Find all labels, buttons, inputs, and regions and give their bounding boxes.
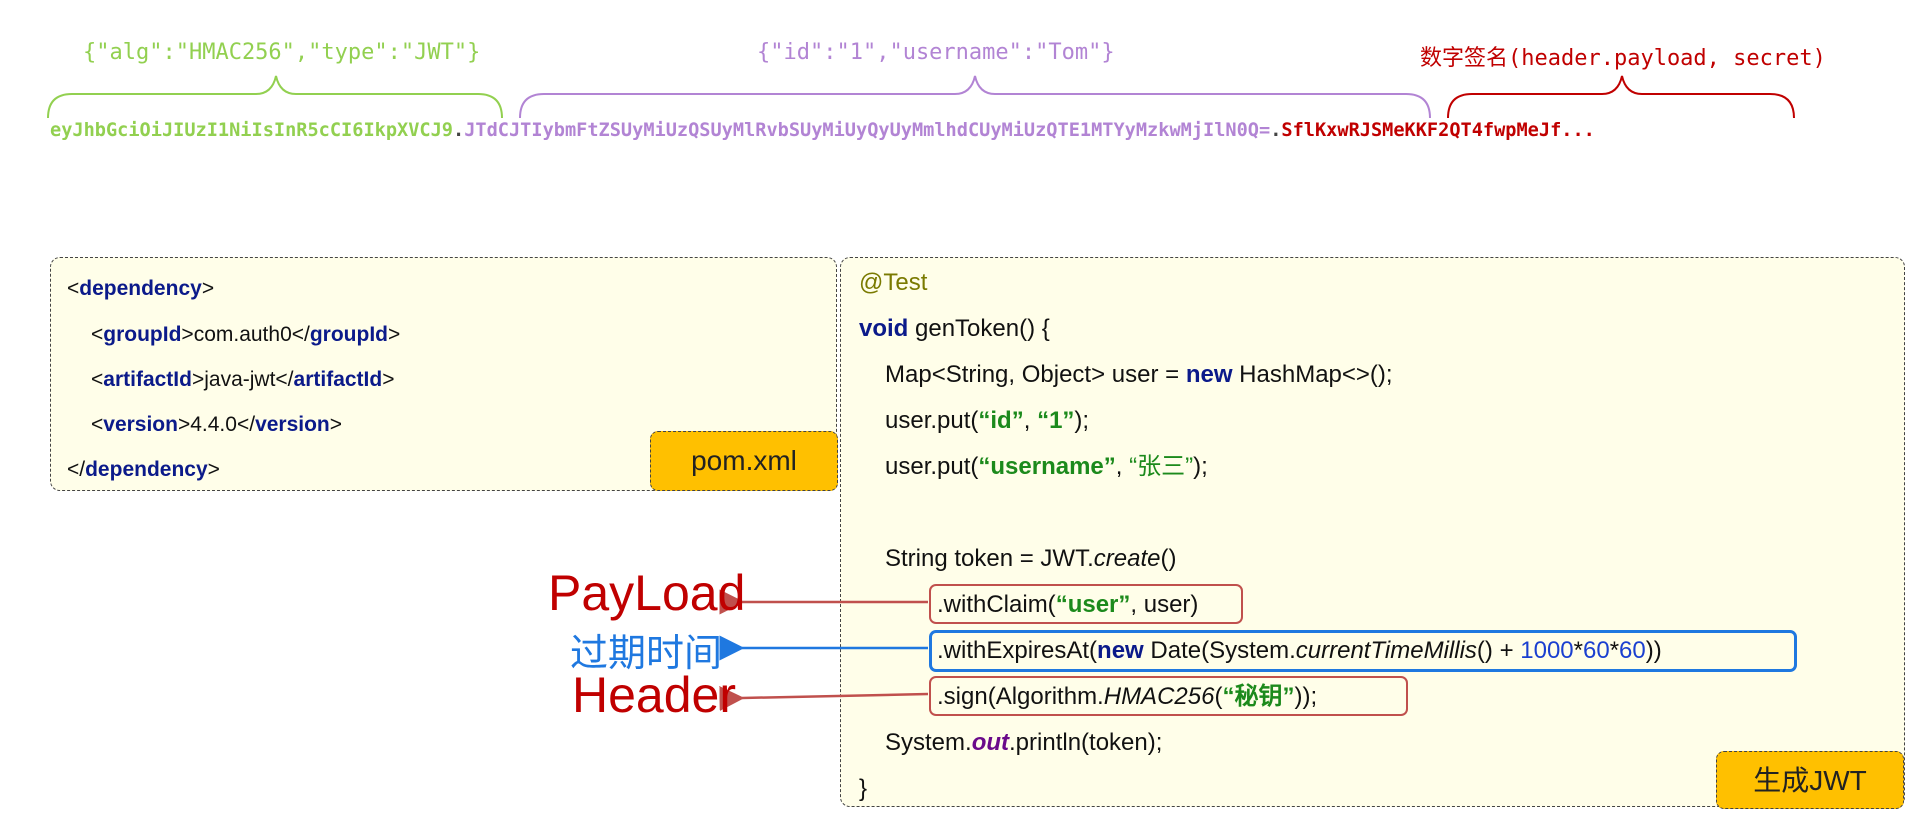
code-sign: .sign(Algorithm.HMAC256(“秘钥”));	[937, 683, 1318, 710]
signature-token: SflKxwRJSMeKKF2QT4fwpMeJf...	[1281, 120, 1595, 141]
token-dot: .	[1270, 120, 1282, 141]
group-value: com.auth0	[193, 323, 292, 346]
xml-tag: dependency	[85, 458, 208, 481]
java-code-box: @Test void genToken() { Map<String, Obje…	[840, 257, 1905, 807]
code-with-expires: .withExpiresAt(new Date(System.currentTi…	[937, 637, 1662, 664]
xml-tag: artifactId	[103, 368, 192, 391]
code-put-id: user.put(“id”, “1”);	[885, 407, 1090, 434]
header-brace	[47, 75, 503, 119]
artifact-value: java-jwt	[204, 368, 276, 391]
signature-brace	[1447, 75, 1795, 119]
xml-tag: groupId	[309, 323, 389, 346]
code-map-decl: Map<String, Object> user = new HashMap<>…	[885, 361, 1393, 388]
header-json-label: {"alg":"HMAC256","type":"JWT"}	[83, 40, 481, 65]
pom-line-artifact: <artifactId>java-jwt</artifactId>	[91, 368, 395, 391]
xml-tag: version	[103, 413, 178, 436]
code-println: System.out.println(token);	[885, 729, 1163, 756]
claim-highlight	[929, 584, 1243, 624]
token-dot: .	[453, 120, 465, 141]
signature-label: 数字签名(header.payload, secret)	[1420, 46, 1826, 71]
version-value: 4.4.0	[190, 413, 237, 436]
payload-side-label: PayLoad	[548, 565, 746, 621]
pom-code-box: <dependency> <groupId>com.auth0</groupId…	[50, 257, 837, 491]
sign-highlight	[929, 676, 1408, 716]
payload-json-label: {"id":"1","username":"Tom"}	[757, 40, 1115, 65]
pom-badge: pom.xml	[650, 431, 838, 491]
header-token: eyJhbGciOiJIUzI1NiIsInR5cCI6IkpXVCJ9	[50, 120, 453, 141]
pom-line-group: <groupId>com.auth0</groupId>	[91, 323, 401, 346]
jwt-token-line: eyJhbGciOiJIUzI1NiIsInR5cCI6IkpXVCJ9.JTd…	[50, 120, 1595, 141]
xml-tag: artifactId	[293, 368, 383, 391]
xml-tag: dependency	[79, 277, 202, 300]
gen-jwt-badge: 生成JWT	[1716, 751, 1904, 809]
code-with-claim: .withClaim(“user”, user)	[937, 591, 1199, 618]
code-put-username: user.put(“username”, “张三”);	[885, 453, 1208, 480]
payload-brace	[519, 75, 1431, 119]
xml-tag: version	[255, 413, 330, 436]
code-method-sig: void genToken() {	[859, 315, 1050, 342]
expire-side-label: 过期时间	[570, 633, 723, 675]
header-side-label: Header	[572, 667, 736, 723]
code-close-brace: }	[859, 775, 868, 802]
code-annotation: @Test	[859, 269, 928, 296]
xml-tag: groupId	[103, 323, 182, 346]
pom-line-dep-close: </dependency>	[67, 458, 220, 481]
pom-line-version: <version>4.4.0</version>	[91, 413, 343, 436]
code-token-decl: String token = JWT.create()	[885, 545, 1177, 572]
pom-line-dep-open: <dependency>	[67, 277, 215, 300]
expires-highlight	[929, 630, 1797, 672]
payload-token: JTdCJTIybmFtZSUyMiUzQSUyMlRvbSUyMiUyQyUy…	[464, 120, 1271, 141]
